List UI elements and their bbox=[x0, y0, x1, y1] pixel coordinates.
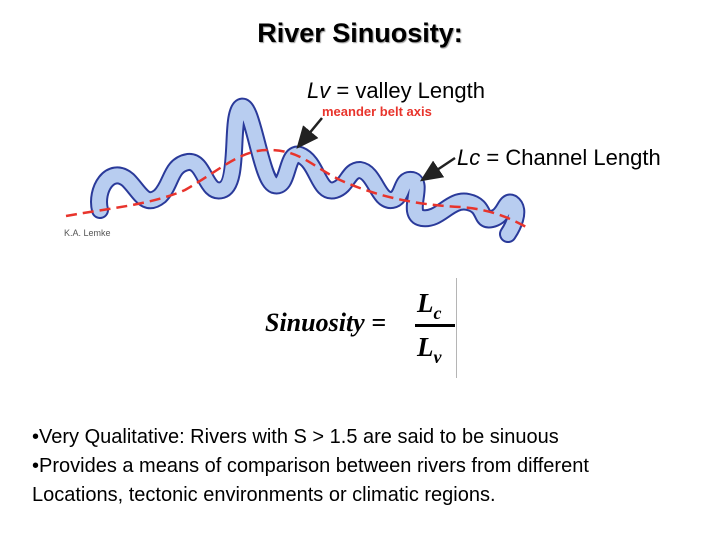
denominator-subscript: v bbox=[433, 347, 442, 367]
meander-belt-axis-line bbox=[65, 148, 529, 230]
valley-length-text: = valley Length bbox=[330, 78, 485, 103]
fraction-bar bbox=[415, 324, 455, 327]
valley-length-arrow bbox=[296, 117, 323, 149]
sinuosity-formula: Sinuosity = Lc Lv bbox=[265, 278, 465, 378]
river-channel bbox=[90, 97, 526, 243]
numerator-subscript: c bbox=[433, 303, 442, 323]
denominator-symbol: L bbox=[417, 332, 434, 362]
bullet-item: •Provides a means of comparison between … bbox=[32, 455, 589, 477]
meander-belt-axis-label: meander belt axis bbox=[322, 104, 432, 119]
channel-length-text: = Channel Length bbox=[480, 145, 661, 170]
image-credit: K.A. Lemke bbox=[64, 228, 111, 238]
bullet-item: Locations, tectonic environments or clim… bbox=[32, 484, 496, 506]
channel-length-label: Lc = Channel Length bbox=[457, 145, 661, 171]
numerator-symbol: L bbox=[417, 288, 434, 318]
bullet-list: •Very Qualitative: Rivers with S > 1.5 a… bbox=[32, 423, 589, 510]
formula-lhs: Sinuosity = bbox=[265, 308, 387, 337]
valley-length-label: Lv = valley Length bbox=[307, 78, 485, 104]
channel-length-symbol: Lc bbox=[457, 145, 481, 170]
divider-rule bbox=[456, 278, 457, 378]
formula-numerator: Lc bbox=[417, 288, 442, 323]
valley-length-symbol: Lv bbox=[307, 78, 331, 103]
formula-denominator: Lv bbox=[417, 332, 442, 367]
bullet-item: •Very Qualitative: Rivers with S > 1.5 a… bbox=[32, 426, 559, 448]
slide-title: River Sinuosity: bbox=[257, 18, 463, 48]
channel-length-arrow bbox=[419, 156, 456, 182]
